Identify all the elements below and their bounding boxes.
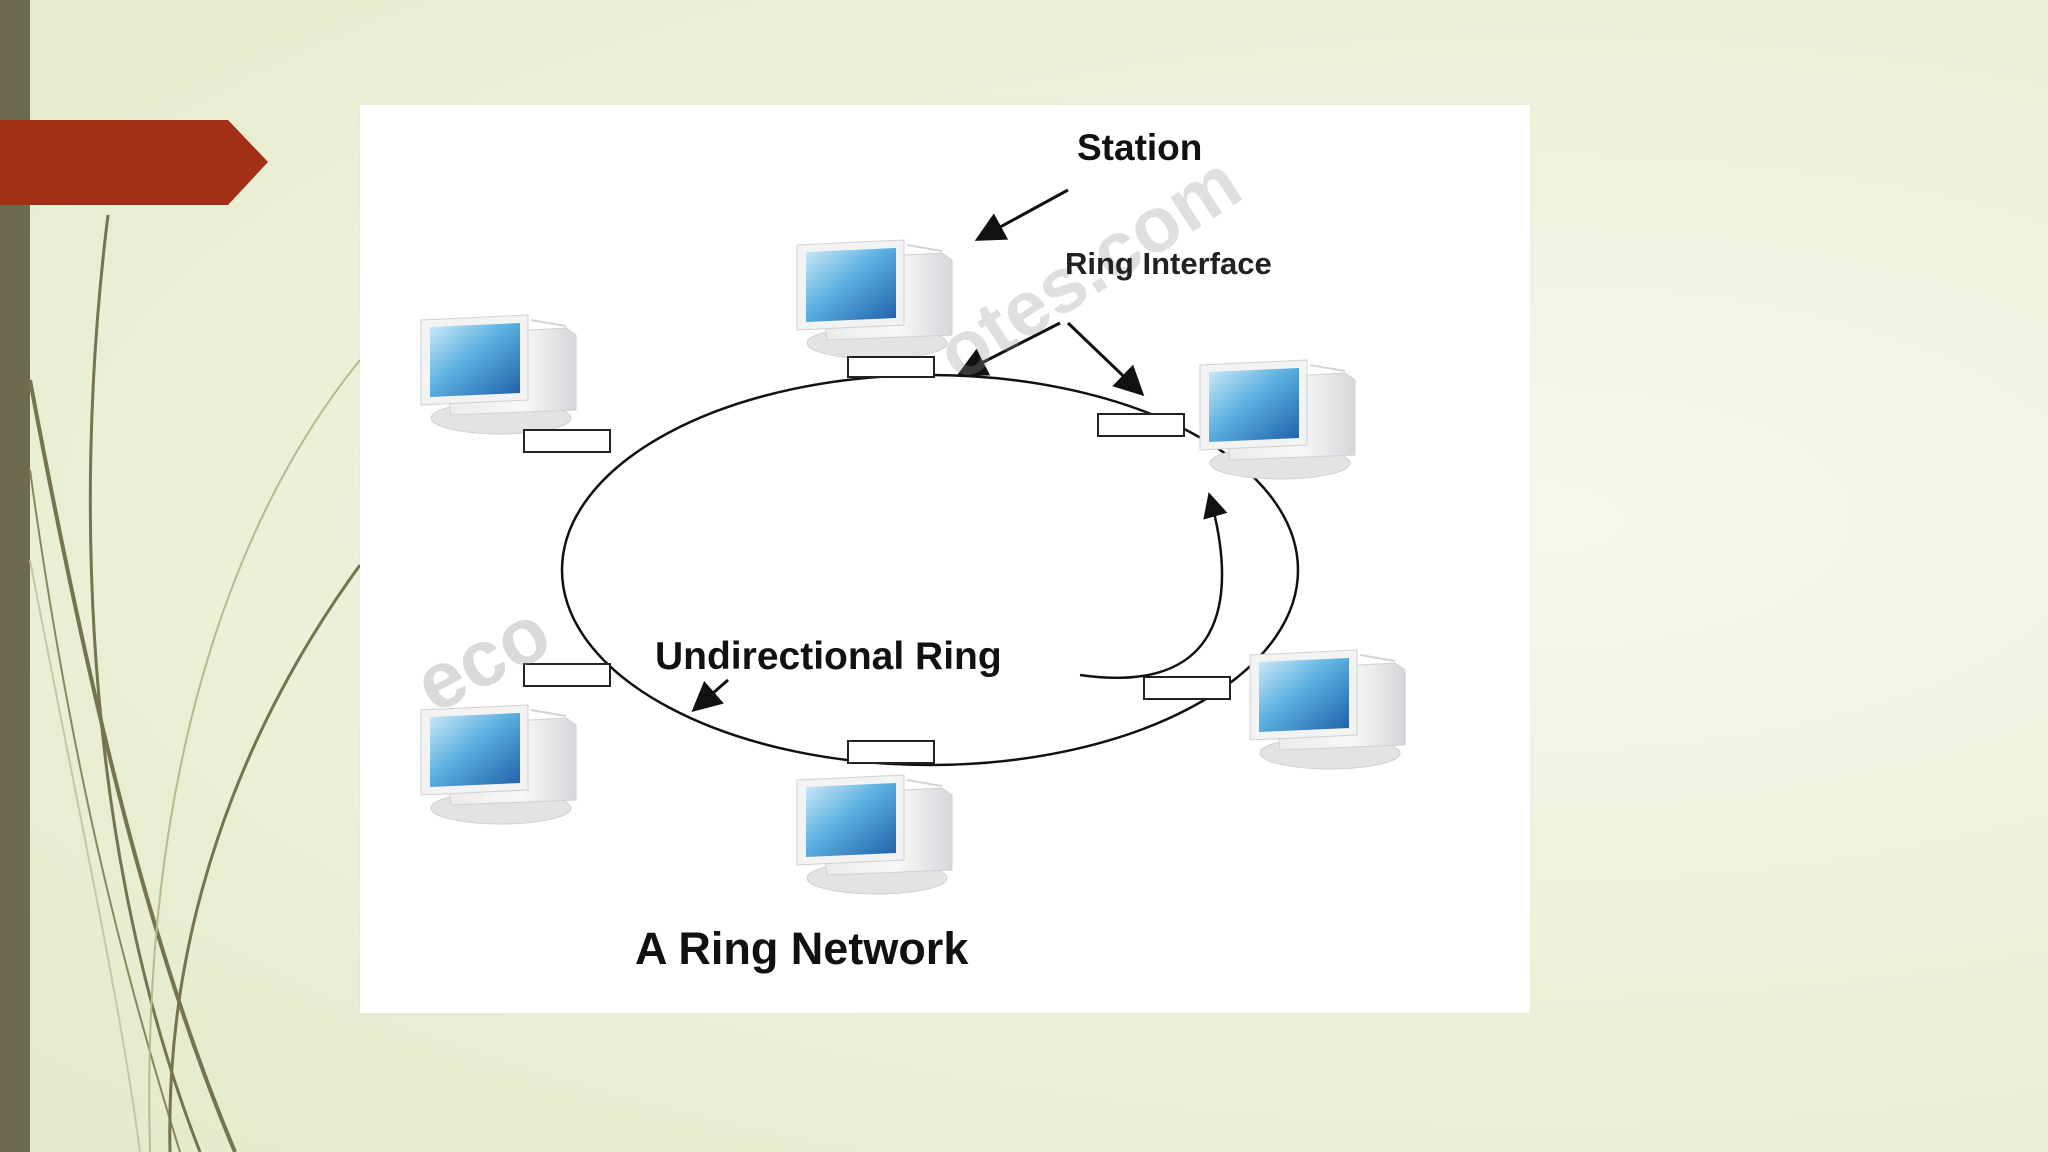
ring-interface-arrow-left: [956, 321, 1061, 376]
ring-interface-top: [847, 356, 935, 378]
diagram-caption: A Ring Network: [635, 923, 969, 974]
ring-label-arrow: [691, 678, 729, 712]
ring-interface-label: Ring Interface: [1065, 246, 1272, 281]
ring-interface-right: [1097, 413, 1185, 437]
ring-label: Undirectional Ring: [655, 635, 1002, 678]
ring-interface-bottom-left: [523, 663, 611, 687]
station-top-left: [420, 314, 577, 435]
ring-cable: [560, 373, 1300, 767]
direction-arrow: [1079, 492, 1228, 680]
station-arrow: [974, 188, 1069, 241]
station-label: Station: [1077, 127, 1203, 168]
station-bottom: [796, 774, 953, 895]
ring-network-diagram: eco otes.com Station Ring Interface Undi…: [360, 105, 1530, 1013]
station-bottom-right: [1249, 649, 1406, 770]
station-top: [796, 239, 953, 360]
ring-interface-bottom-right: [1143, 676, 1231, 700]
ring-interface-top-left: [523, 429, 611, 453]
ring-interface-bottom: [847, 740, 935, 764]
ring-interface-arrow-right: [1066, 321, 1145, 397]
station-right: [1199, 359, 1356, 480]
title-accent-tab: [0, 120, 268, 205]
